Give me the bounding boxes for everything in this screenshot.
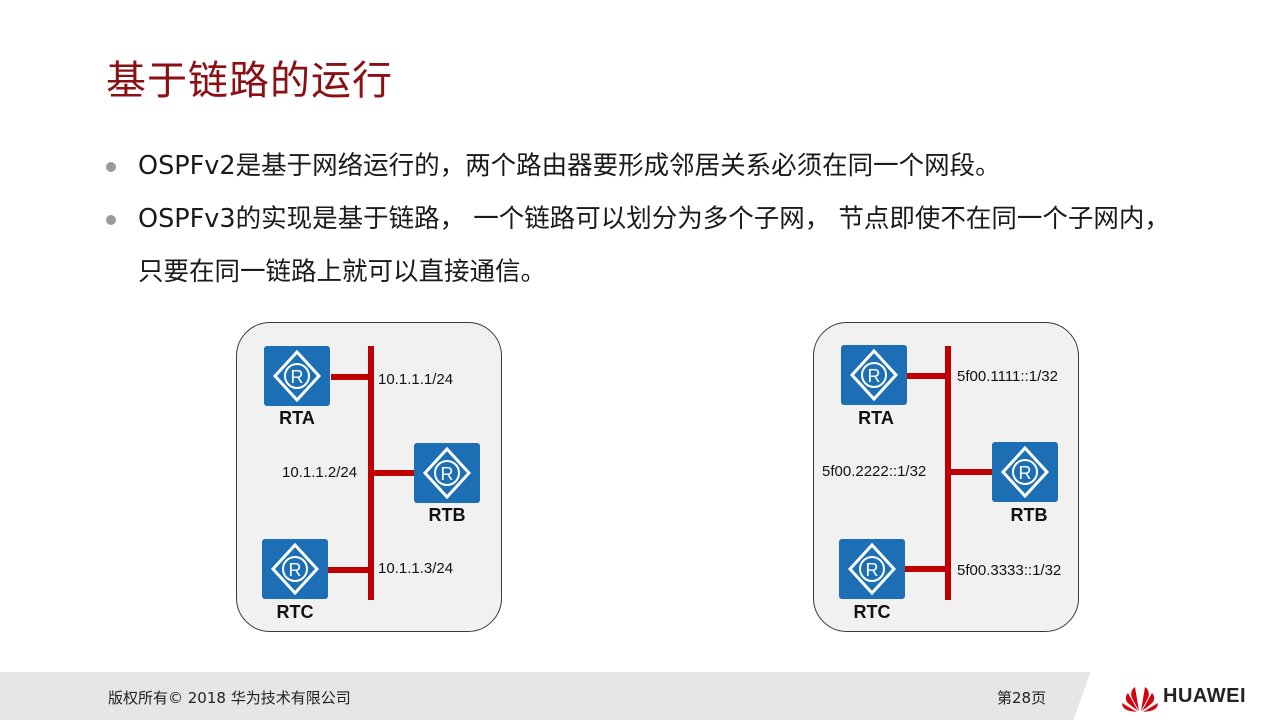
rtc-link (905, 566, 948, 572)
router-name: RTC (276, 602, 314, 622)
rtc-router-icon: R (839, 539, 905, 599)
svg-text:R: R (289, 560, 302, 580)
interface-address: 5f00.1111::1/32 (957, 368, 1058, 385)
interface-address: 10.1.1.3/24 (378, 560, 454, 577)
router-name: RTC (853, 602, 891, 622)
bullet-dot-icon (106, 215, 116, 225)
interface-address: 10.1.1.2/24 (282, 464, 358, 481)
svg-text:R: R (441, 464, 454, 484)
slide-title: 基于链路的运行 (106, 58, 393, 104)
bullet-dot-icon (106, 162, 116, 172)
footer-bar: 版权所有© 2018 华为技术有限公司 第28页 HUAWEI (0, 672, 1280, 720)
rtb-link (371, 470, 416, 476)
bullet-item: OSPFv3的实现是基于链路， 一个链路可以划分为多个子网， 节点即使不在同一个… (104, 193, 1194, 299)
rta-router-icon: R (264, 346, 330, 406)
rta-link (907, 373, 948, 379)
bullet-text: OSPFv3的实现是基于链路， 一个链路可以划分为多个子网， 节点即使不在同一个… (138, 204, 1170, 287)
rtb-router-icon: R (414, 443, 480, 503)
rtc-link (328, 567, 371, 573)
interface-address: 5f00.3333::1/32 (957, 562, 1062, 579)
router-name: RTA (279, 408, 315, 428)
rta-router-icon: R (841, 345, 907, 405)
svg-text:R: R (868, 366, 881, 386)
router-name: RTA (858, 408, 894, 428)
interface-address: 5f00.2222::1/32 (822, 463, 927, 480)
rtc-router-icon: R (262, 539, 328, 599)
svg-text:R: R (1019, 463, 1032, 483)
router-name: RTB (1010, 505, 1048, 525)
bullet-item: OSPFv2是基于网络运行的，两个路由器要形成邻居关系必须在同一个网段。 (104, 140, 1194, 193)
svg-text:R: R (291, 367, 304, 387)
ipv4-link-diagram: R RTA 10.1.1.1/24 R RTB 10.1.1.2/24 R RT… (236, 322, 502, 632)
brand-name: HUAWEI (1163, 685, 1246, 707)
router-name: RTB (428, 505, 466, 525)
rtb-router-icon: R (992, 442, 1058, 502)
copyright-text: 版权所有© 2018 华为技术有限公司 (108, 689, 351, 707)
rtb-link (948, 469, 993, 475)
svg-text:R: R (866, 560, 879, 580)
bullet-text: OSPFv2是基于网络运行的，两个路由器要形成邻居关系必须在同一个网段。 (138, 151, 1001, 181)
rta-link (331, 374, 371, 380)
bullet-list: OSPFv2是基于网络运行的，两个路由器要形成邻居关系必须在同一个网段。 OSP… (104, 140, 1194, 299)
interface-address: 10.1.1.1/24 (378, 371, 454, 388)
huawei-logo-icon (1122, 687, 1158, 712)
ipv6-link-diagram: R RTA 5f00.1111::1/32 R RTB 5f00.2222::1… (813, 322, 1079, 632)
page-number: 第28页 (997, 689, 1047, 707)
